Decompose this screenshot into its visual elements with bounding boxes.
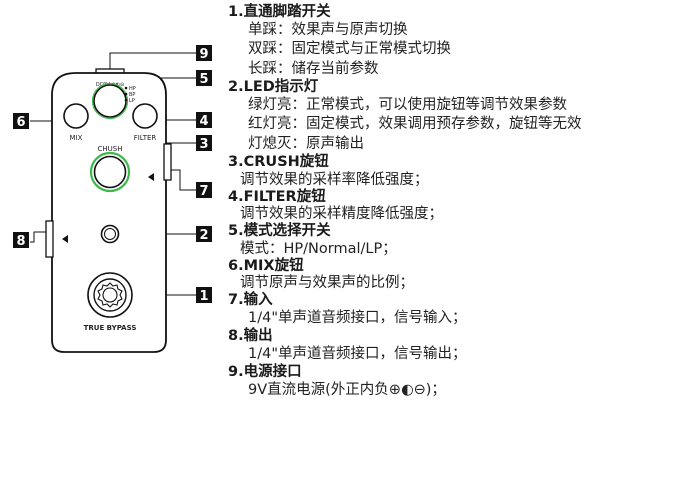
legend-line: 灯熄灭：原声输出 [248, 135, 364, 152]
mix-knob [63, 103, 89, 129]
legend-line: 长踩：储存当前参数 [248, 60, 379, 77]
legend-line: 双踩：固定模式与正常模式切换 [248, 41, 451, 57]
svg-text:7: 7 [199, 184, 208, 199]
legend-title: 模式选择开关 [243, 223, 331, 239]
mode-label-lp: LP [129, 98, 135, 104]
input-jack [163, 143, 172, 181]
callout-1: 1 [196, 287, 212, 304]
legend-title: LED指示灯 [243, 79, 319, 95]
legend-item-7: 7.输入 1/4"单声道音频接口，信号输入； [228, 292, 680, 328]
pedal-body [51, 72, 167, 353]
legend-item-5: 5.模式选择开关 模式：HP/Normal/LP； [228, 223, 680, 258]
legend-line: 模式：HP/Normal/LP； [240, 240, 397, 257]
callout-3: 3 [196, 135, 212, 152]
legend-line: 调节效果的采样精度降低强度； [240, 206, 443, 222]
callout-6: 6 [13, 113, 29, 130]
filter-knob [132, 103, 158, 129]
legend-item-3: 3.CRUSH旋钮 调节效果的采样率降低强度； [228, 154, 680, 189]
legend-item-1: 1.直通脚踏开关 单踩：效果声与原声切换 双踩：固定模式与正常模式切换 长踩：储… [228, 4, 680, 79]
legend-line: 1/4"单声道音频接口，信号输入； [248, 309, 467, 326]
legend-title: 输出 [243, 328, 273, 344]
output-bracket [30, 231, 46, 243]
mode-knob [93, 84, 127, 118]
legend-line: 单踩：效果声与原声切换 [248, 21, 408, 38]
mix-label: MIX [70, 134, 83, 142]
legend-title: CRUSH旋钮 [243, 154, 329, 170]
svg-text:8: 8 [16, 234, 25, 249]
svg-text:6: 6 [16, 115, 25, 130]
legend-item-6: 6.MIX旋钮 调节原声与效果声的比例； [228, 258, 680, 293]
input-arrow-icon [148, 173, 154, 181]
svg-text:2: 2 [199, 228, 208, 243]
pedal-diagram: DC9V ⊕◐⊖ HP BP LP MIX FILTER CHUSH TRUE … [13, 45, 212, 353]
callout-8: 8 [13, 232, 29, 249]
legend-num: 5 [228, 223, 239, 239]
crush-label: CHUSH [98, 145, 123, 153]
legend-num: 3 [228, 154, 239, 170]
legend-list: 1.直通脚踏开关 单踩：效果声与原声切换 双踩：固定模式与正常模式切换 长踩：储… [228, 4, 680, 400]
svg-text:9: 9 [199, 47, 208, 62]
crush-knob [93, 155, 127, 189]
led-indicator-inner [104, 228, 116, 240]
legend-item-4: 4.FILTER旋钮 调节效果的采样精度降低强度； [228, 189, 680, 224]
footer-label: TRUE BYPASS [84, 324, 137, 332]
footswitch-cap [102, 287, 118, 303]
legend-item-8: 8.输出 1/4"单声道音频接口，信号输出； [228, 328, 680, 364]
legend-title: MIX旋钮 [243, 257, 304, 274]
svg-text:4: 4 [199, 114, 208, 129]
svg-text:3: 3 [199, 137, 208, 152]
output-arrow-icon [62, 235, 68, 243]
callout-9: 9 [196, 45, 212, 62]
legend-line: 绿灯亮：正常模式，可以使用旋钮等调节效果参数 [248, 96, 567, 113]
legend-item-9: 9.电源接口 9V直流电源(外正内负⊕◐⊖)； [228, 364, 680, 400]
filter-label: FILTER [134, 134, 157, 142]
legend-line: 9V直流电源(外正内负⊕◐⊖)； [248, 381, 446, 398]
legend-num: 7 [228, 292, 239, 308]
legend-title: 输入 [243, 292, 273, 308]
mode-label-bp: BP [129, 92, 135, 98]
legend-num: 2 [228, 79, 239, 95]
legend-num: 1 [228, 4, 239, 20]
crush-knob-ring [89, 151, 131, 193]
svg-text:5: 5 [199, 72, 208, 87]
callout-2: 2 [196, 226, 212, 243]
legend-line: 1/4"单声道音频接口，信号输出； [248, 345, 467, 362]
mode-knob-ring [91, 82, 129, 120]
legend-num: 8 [228, 328, 239, 344]
output-jack [45, 220, 54, 258]
legend-title: 电源接口 [243, 364, 302, 380]
legend-title: FILTER旋钮 [243, 188, 326, 205]
mode-label-hp: HP [129, 86, 136, 92]
input-bracket [171, 169, 196, 191]
callout-5: 5 [196, 70, 212, 87]
legend-line: 调节原声与效果声的比例； [240, 275, 414, 291]
legend-num: 9 [228, 364, 239, 380]
legend-item-2: 2.LED指示灯 绿灯亮：正常模式，可以使用旋钮等调节效果参数 红灯亮：固定模式… [228, 79, 680, 154]
legend-line: 红灯亮：固定模式，效果调用预存参数，旋钮等无效 [248, 116, 582, 132]
callout-7: 7 [196, 182, 212, 199]
svg-text:1: 1 [199, 289, 208, 304]
legend-line: 调节效果的采样率降低强度； [240, 171, 429, 188]
legend-title: 直通脚踏开关 [243, 4, 331, 20]
leader-9 [109, 52, 196, 72]
callout-4: 4 [196, 112, 212, 129]
legend-num: 6 [228, 257, 239, 274]
legend-num: 4 [228, 188, 239, 205]
